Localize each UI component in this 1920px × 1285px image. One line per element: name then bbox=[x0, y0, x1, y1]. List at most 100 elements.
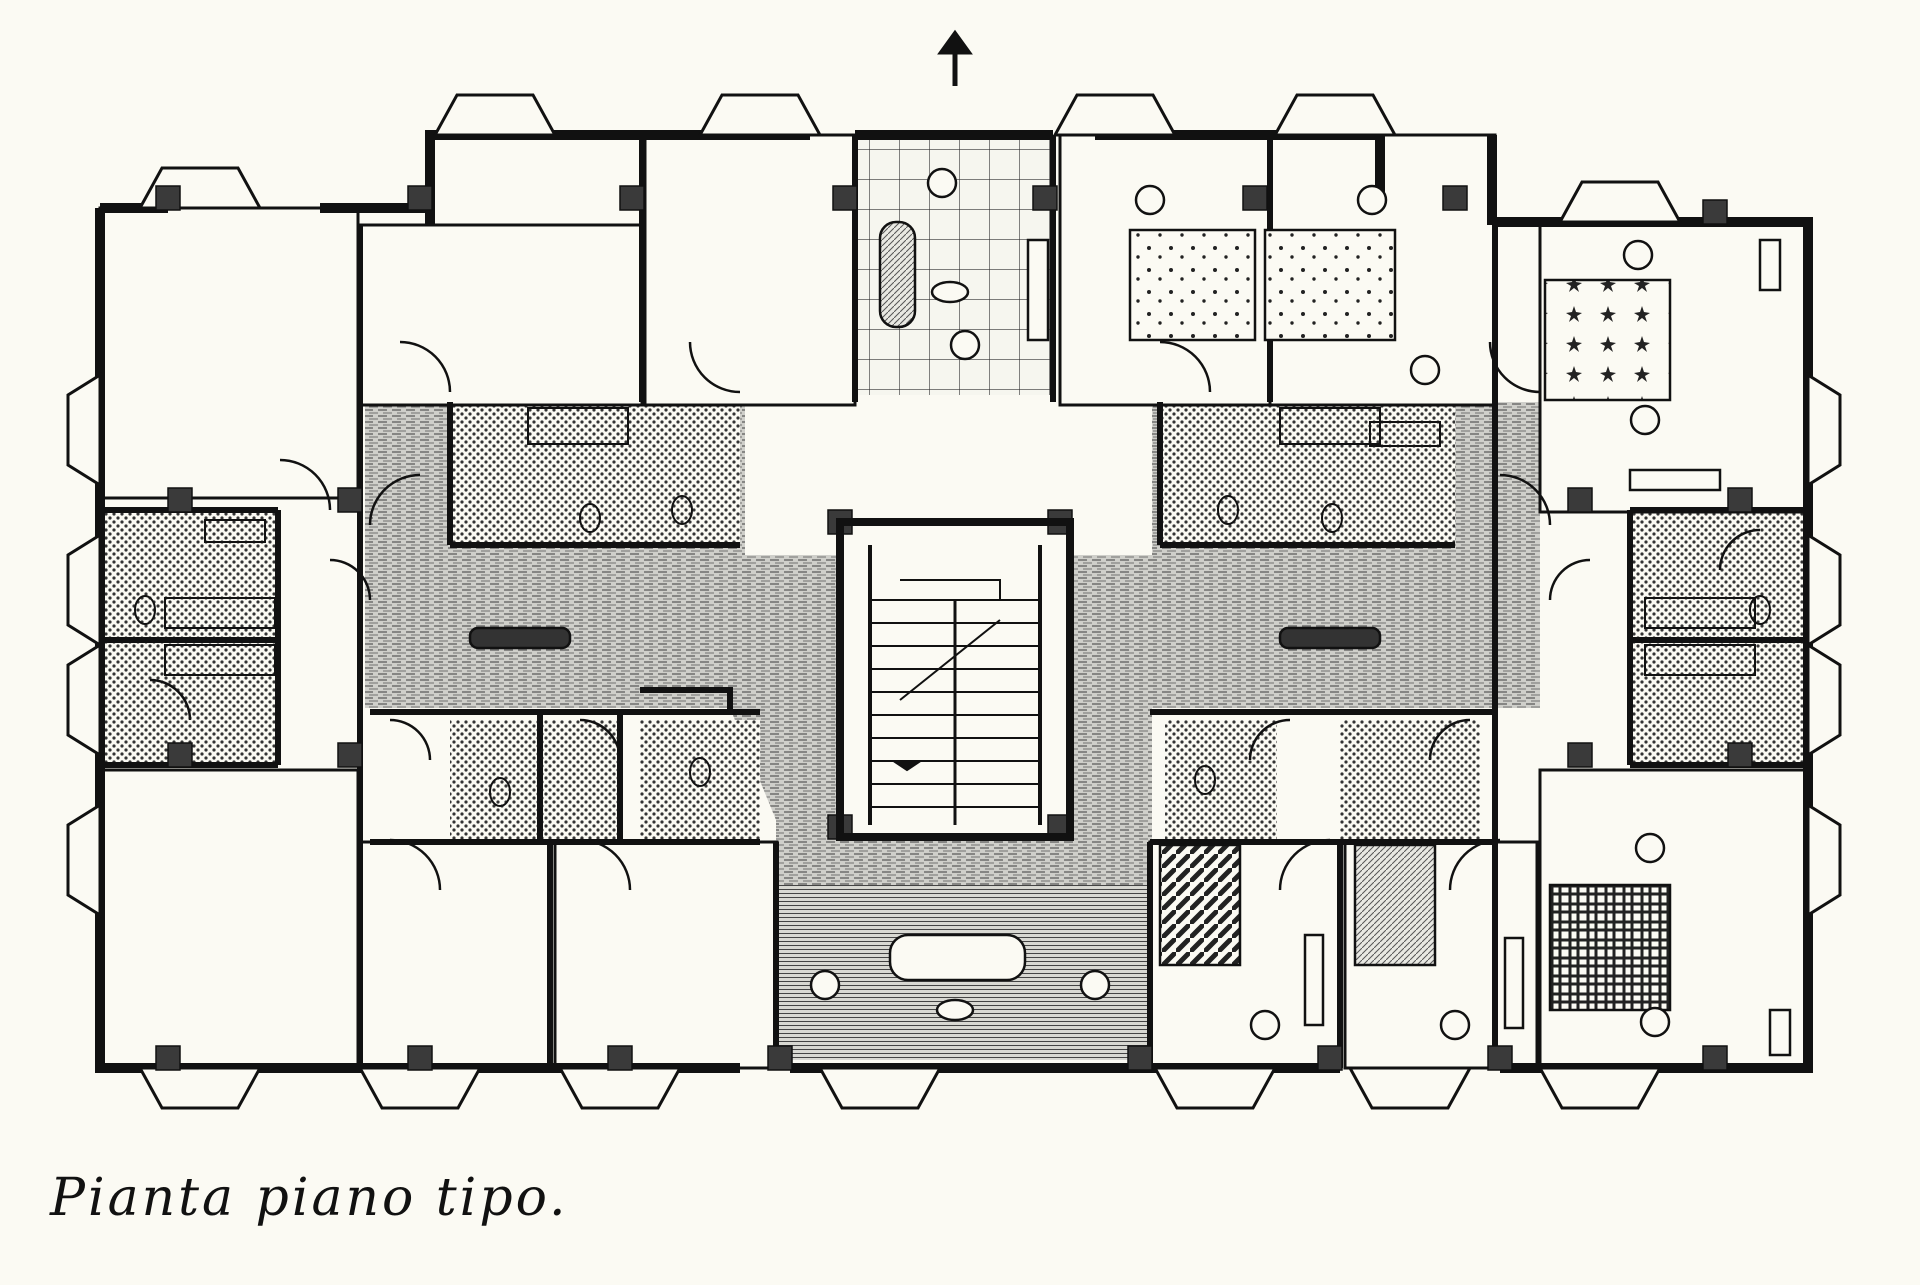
door-swing bbox=[1718, 528, 1761, 571]
room bbox=[358, 840, 552, 1070]
pillar bbox=[167, 742, 193, 768]
pillar bbox=[407, 1045, 433, 1071]
interior-wall bbox=[1157, 402, 1455, 548]
interior-wall bbox=[370, 709, 760, 845]
pillar bbox=[1567, 742, 1593, 768]
pillar bbox=[337, 487, 363, 513]
armchair bbox=[1409, 354, 1441, 386]
room bbox=[98, 768, 360, 1070]
door-swing bbox=[399, 340, 452, 393]
planter bbox=[468, 626, 572, 650]
armchair bbox=[1439, 1009, 1471, 1041]
pillar bbox=[1317, 1045, 1343, 1071]
room bbox=[643, 133, 857, 407]
desk bbox=[1758, 238, 1782, 292]
pillar bbox=[1442, 185, 1468, 211]
north-arrow-icon bbox=[937, 29, 973, 86]
interior-details bbox=[100, 135, 1808, 1068]
pillar bbox=[155, 1045, 181, 1071]
pillar bbox=[1487, 1045, 1513, 1071]
double-bed bbox=[1543, 278, 1672, 402]
desk bbox=[1768, 1008, 1792, 1057]
door-swing bbox=[389, 838, 442, 891]
door-swing bbox=[279, 458, 332, 511]
door-swing bbox=[688, 341, 741, 394]
room bbox=[553, 840, 779, 1070]
bay-window bbox=[697, 93, 823, 137]
door-swing bbox=[1499, 473, 1552, 526]
bathtub bbox=[1279, 407, 1381, 445]
wc-fixture bbox=[671, 495, 693, 525]
wc-fixture bbox=[489, 777, 511, 807]
double-bed bbox=[1548, 883, 1672, 1012]
bay-window bbox=[66, 642, 102, 758]
pillar bbox=[619, 185, 645, 211]
wc-fixture bbox=[134, 595, 156, 625]
bay-window bbox=[1052, 93, 1178, 137]
door-swing bbox=[1428, 718, 1471, 761]
coffee-table bbox=[930, 280, 970, 304]
bay-window bbox=[1537, 1066, 1663, 1110]
pillar bbox=[607, 1045, 633, 1071]
pillar bbox=[1702, 1045, 1728, 1071]
door-swing bbox=[329, 558, 372, 601]
wc-fixture bbox=[1194, 765, 1216, 795]
armchair bbox=[1249, 1009, 1281, 1041]
bathroom-tile bbox=[1630, 640, 1808, 765]
bay-window bbox=[817, 1066, 943, 1110]
wc-fixture bbox=[1217, 495, 1239, 525]
staircase bbox=[836, 518, 1074, 841]
bathtub bbox=[164, 644, 276, 676]
bathroom-tile bbox=[640, 720, 760, 840]
bathtub bbox=[1644, 644, 1756, 676]
armchair bbox=[926, 167, 958, 199]
pillar bbox=[155, 185, 181, 211]
armchair bbox=[1079, 969, 1111, 1001]
wc-fixture bbox=[689, 757, 711, 787]
door-swing bbox=[1159, 340, 1212, 393]
planter bbox=[1278, 626, 1382, 650]
bay-window bbox=[1806, 642, 1842, 758]
door-swing bbox=[1548, 558, 1591, 601]
armchair bbox=[1622, 239, 1654, 271]
interior-wall bbox=[1627, 507, 1808, 768]
pillar bbox=[1032, 185, 1058, 211]
interior-wall bbox=[447, 402, 740, 548]
room bbox=[358, 223, 644, 407]
room bbox=[98, 206, 360, 500]
coffee-table bbox=[935, 998, 975, 1022]
door-swing bbox=[1278, 838, 1331, 891]
bathroom-tile bbox=[1165, 720, 1277, 840]
cabinet bbox=[1026, 238, 1050, 342]
bathroom-tile bbox=[1160, 402, 1270, 542]
bay-windows bbox=[66, 93, 1842, 1110]
bathroom-tile bbox=[1630, 510, 1808, 640]
armchair bbox=[1356, 184, 1388, 216]
cabinet bbox=[1503, 936, 1525, 1030]
bay-window bbox=[1272, 93, 1398, 137]
bathroom-tile bbox=[450, 402, 645, 542]
bay-window bbox=[1557, 180, 1683, 224]
armchair bbox=[1634, 832, 1666, 864]
bay-window bbox=[1806, 802, 1842, 918]
plan-caption: Pianta piano tipo. bbox=[50, 1168, 569, 1228]
door-swing bbox=[579, 718, 622, 761]
bay-window bbox=[1347, 1066, 1473, 1110]
double-bed bbox=[1263, 228, 1397, 342]
bay-window bbox=[1806, 372, 1842, 488]
single-bed bbox=[1158, 843, 1242, 967]
bay-window bbox=[66, 802, 102, 918]
pillar bbox=[1242, 185, 1268, 211]
pillar bbox=[1567, 487, 1593, 513]
bathroom-tile bbox=[540, 720, 620, 840]
pillar bbox=[1727, 487, 1753, 513]
bay-window bbox=[1152, 1066, 1278, 1110]
door-swing bbox=[1448, 838, 1501, 891]
bathroom-tile bbox=[1340, 720, 1480, 840]
door-swing bbox=[368, 473, 421, 526]
sofa bbox=[888, 933, 1027, 982]
door-swings bbox=[149, 340, 1761, 891]
pillar bbox=[167, 487, 193, 513]
